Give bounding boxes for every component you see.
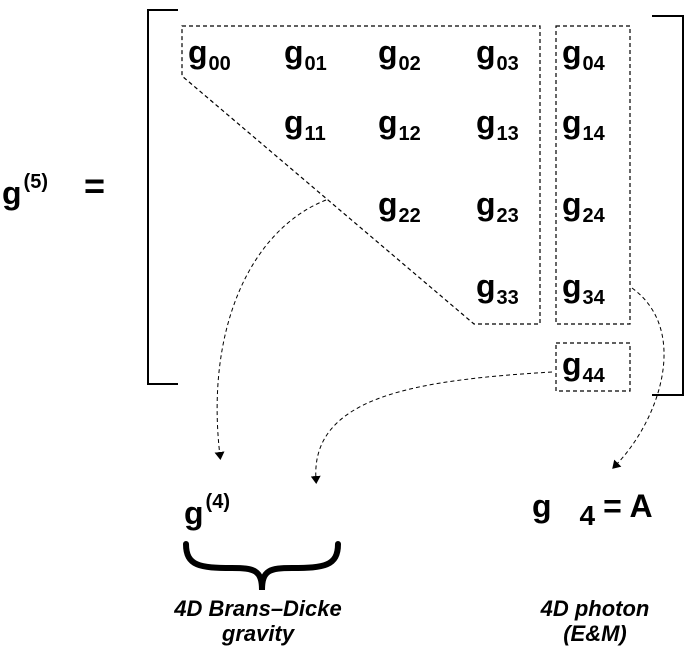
entry-base: g <box>476 34 496 70</box>
scalar-outline <box>555 342 631 392</box>
arrow-g44-to-brans-dicke <box>310 371 553 484</box>
lhs-equals: = <box>84 165 106 206</box>
entry-base: g <box>188 34 208 70</box>
matrix-entry-g04: g04 <box>562 36 605 74</box>
caption-brans-dicke-line1: 4D Brans–Dicke <box>174 596 342 621</box>
entry-sub: 33 <box>496 287 519 309</box>
entry-base: g <box>476 104 496 140</box>
matrix-entry-g33: g33 <box>476 270 519 308</box>
caption-brans-dicke-line2: gravity <box>221 621 295 647</box>
matrix-entry-g00: g00 <box>188 36 231 74</box>
matrix-entry-g11: g11 <box>284 106 326 144</box>
caption-brans-dicke: 4D Brans–Dicke gravity <box>108 596 408 647</box>
entry-sub: 24 <box>582 205 605 227</box>
matrix-entry-g13: g13 <box>476 106 519 144</box>
vector-column-outline <box>555 25 631 325</box>
entry-sub: 13 <box>496 123 519 145</box>
entry-sub: 14 <box>582 123 605 145</box>
caption-photon-line2: (E&M) <box>563 621 627 647</box>
entry-sub: 02 <box>398 53 421 75</box>
matrix-entry-g14: g14 <box>562 106 605 144</box>
entry-sub: 04 <box>582 53 605 75</box>
matrix-entry-g34: g34 <box>562 270 605 308</box>
entry-sub: 22 <box>398 205 421 227</box>
entry-base: g <box>284 34 304 70</box>
target-photon-symbol: g <box>532 488 552 524</box>
caption-photon-line1: 4D photon <box>540 596 650 621</box>
matrix-entry-g22: g22 <box>378 188 421 226</box>
right-bracket <box>652 15 684 396</box>
entry-base: g <box>562 268 582 304</box>
lhs-g5-superscript: (5) <box>23 171 48 193</box>
entry-base: g <box>562 104 582 140</box>
lhs-g5-symbol: g <box>2 175 22 211</box>
entry-sub: 44 <box>582 365 605 387</box>
arrow-to-g4d <box>214 199 327 460</box>
entry-base: g <box>562 34 582 70</box>
entry-base: g <box>378 186 398 222</box>
arrow-column-to-photon <box>612 287 665 469</box>
matrix-entry-g12: g12 <box>378 106 421 144</box>
entry-sub: 11 <box>304 123 326 145</box>
target-g4d: g(4) <box>184 492 230 529</box>
target-photon-equals: = A <box>603 488 653 524</box>
entry-base: g <box>476 186 496 222</box>
entry-sub: 03 <box>496 53 519 75</box>
matrix-entry-g02: g02 <box>378 36 421 74</box>
entry-base: g <box>284 104 304 140</box>
entry-sub: 34 <box>582 287 605 309</box>
underbrace <box>183 541 341 591</box>
target-g4d-superscript: (4) <box>205 491 230 513</box>
entry-sub: 01 <box>304 53 327 75</box>
entry-base: g <box>476 268 496 304</box>
matrix-entry-g03: g03 <box>476 36 519 74</box>
entry-base: g <box>378 104 398 140</box>
entry-sub: 23 <box>496 205 519 227</box>
left-bracket <box>147 9 178 385</box>
entry-base: g <box>378 34 398 70</box>
target-photon-subscript: 4 <box>579 500 596 531</box>
target-g4d-symbol: g <box>184 495 204 531</box>
matrix-entry-g01: g01 <box>284 36 327 74</box>
entry-sub: 12 <box>398 123 421 145</box>
entry-base: g <box>562 346 582 382</box>
entry-sub: 00 <box>208 53 231 75</box>
matrix-entry-g23: g23 <box>476 188 519 226</box>
entry-base: g <box>562 186 582 222</box>
lhs-g5: g(5) <box>2 172 48 209</box>
matrix-entry-g44: g44 <box>562 348 605 386</box>
caption-photon: 4D photon (E&M) <box>505 596 685 647</box>
matrix-entry-g24: g24 <box>562 188 605 226</box>
4d-block-outline <box>181 25 541 325</box>
